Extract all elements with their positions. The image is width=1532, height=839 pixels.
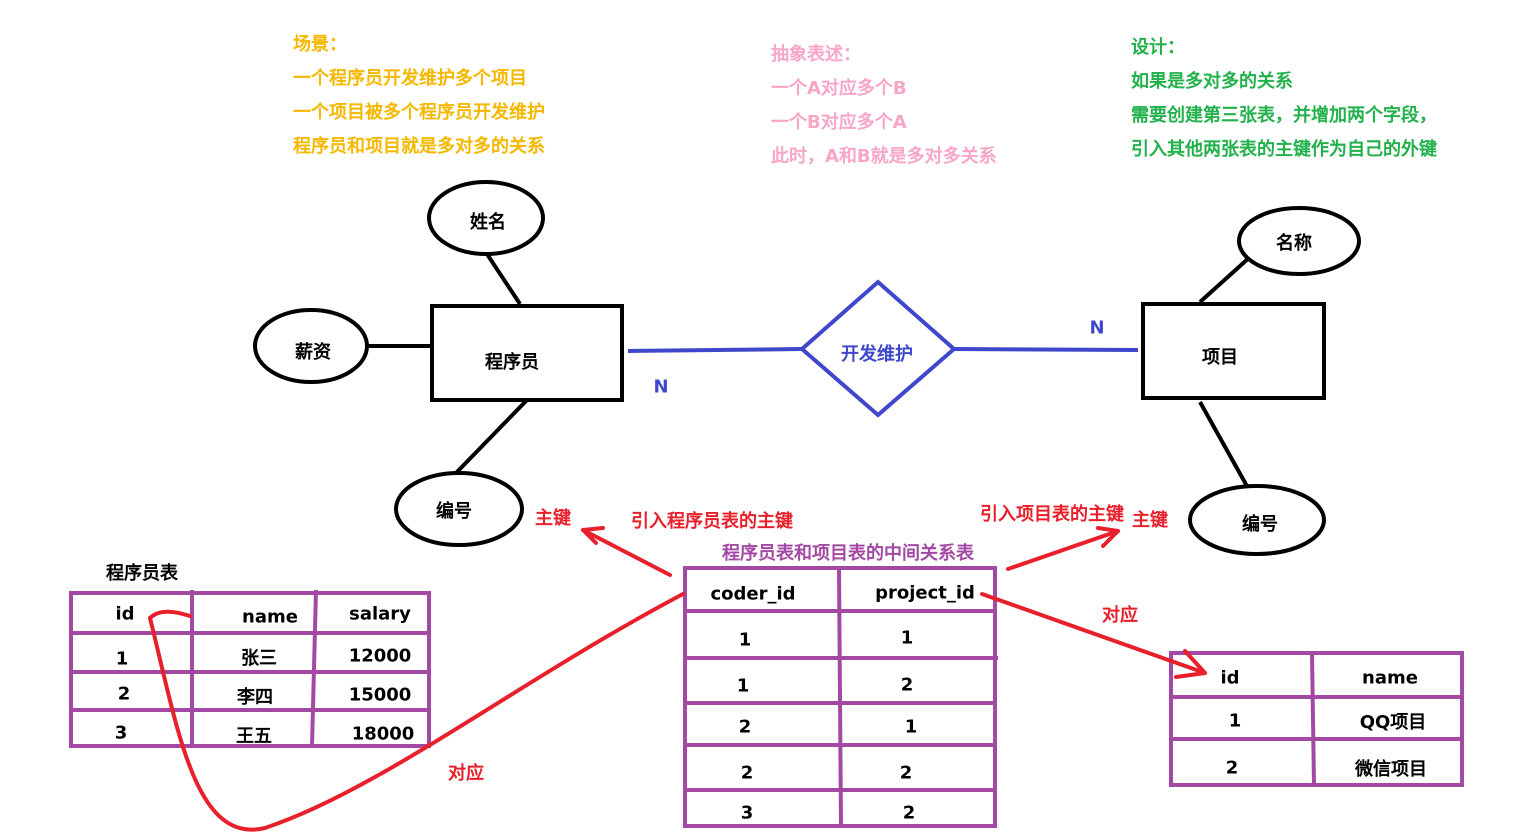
connector-name-programmer (481, 246, 522, 306)
project-entity-box (1141, 302, 1326, 400)
corr-right-label: 对应 (1102, 605, 1138, 626)
project-header-id: id (1220, 667, 1240, 689)
connector-projid-project (1198, 401, 1250, 489)
relation-cell: 1 (738, 629, 752, 651)
mid-table-title: 程序员表和项目表的中间关系表 (722, 543, 974, 564)
coder-cell: 12000 (348, 645, 412, 667)
project-cell: QQ项目 (1359, 712, 1427, 733)
programmer-entity-label: 程序员 (485, 352, 539, 373)
relation-cell: 2 (900, 674, 914, 696)
coder-cell: 王五 (236, 726, 272, 747)
coder-cell: 18000 (351, 723, 415, 745)
design-line-4: 引入其他两张表的主键作为自己的外键 (1131, 139, 1437, 160)
arrow-to-coder-pk (581, 528, 672, 577)
relation-cell: 2 (738, 716, 752, 738)
design-note: 设计： 如果是多对多的关系 需要创建第三张表，并增加两个字段， 引入其他两张表的… (1131, 31, 1437, 167)
attr-name-label: 姓名 (470, 212, 506, 233)
programmer-entity-box (430, 304, 624, 402)
project-cell: 1 (1228, 710, 1242, 732)
attr-name-ellipse (427, 180, 545, 256)
project-cell: 2 (1225, 757, 1239, 779)
coder-header-name: name (242, 606, 298, 628)
arrow-to-project-id (980, 592, 1207, 675)
attr-programmer-id-label: 编号 (436, 501, 472, 522)
relation-label: 开发维护 (841, 344, 913, 365)
relation-cell: 2 (740, 762, 754, 784)
coder-header-id: id (115, 603, 135, 625)
connector-projname-project (1198, 255, 1252, 304)
relation-header-project-id: project_id (875, 582, 975, 604)
abstract-line-1: 抽象表述： (771, 44, 861, 65)
abstract-note: 抽象表述： 一个A对应多个B 一个B对应多个A 此时，A和B就是多对多关系 (771, 38, 997, 174)
scene-line-1: 场景： (293, 34, 347, 55)
pk-left-label: 主键 (535, 508, 571, 529)
design-line-3: 需要创建第三张表，并增加两个字段， (1131, 105, 1437, 126)
relation-line-left (627, 347, 803, 353)
design-line-1: 设计： (1131, 37, 1185, 58)
relation-cell: 2 (902, 802, 916, 824)
connector-id-programmer (453, 398, 529, 476)
attr-project-name-label: 名称 (1276, 233, 1312, 254)
relation-cell: 3 (740, 802, 754, 824)
ref-right-label: 引入项目表的主键 (980, 504, 1124, 525)
project-table-border (1169, 651, 1464, 787)
scene-line-2: 一个程序员开发维护多个项目 (293, 68, 527, 89)
relation-header-coder-id: coder_id (710, 583, 796, 605)
cardinality-left: N (653, 376, 669, 398)
attr-project-id-ellipse (1188, 484, 1326, 556)
attr-project-id-label: 编号 (1242, 514, 1278, 535)
coder-cell: 李四 (237, 687, 273, 708)
arrow-to-project-pk (1006, 529, 1120, 571)
relation-cell: 1 (900, 627, 914, 649)
relation-cell: 1 (904, 716, 918, 738)
attr-salary-ellipse (253, 308, 369, 384)
coder-header-salary: salary (349, 603, 411, 625)
project-entity-label: 项目 (1202, 347, 1238, 368)
ref-left-label: 引入程序员表的主键 (631, 511, 793, 532)
attr-programmer-id-ellipse (394, 471, 524, 547)
relation-diamond (798, 279, 958, 418)
arrow-to-coder-id (148, 592, 685, 832)
scene-note: 场景： 一个程序员开发维护多个项目 一个项目被多个程序员开发维护 程序员和项目就… (293, 28, 545, 164)
cardinality-right: N (1089, 317, 1105, 339)
scene-line-3: 一个项目被多个程序员开发维护 (293, 102, 545, 123)
scene-line-4: 程序员和项目就是多对多的关系 (293, 136, 545, 157)
abstract-line-3: 一个B对应多个A (771, 112, 907, 133)
abstract-line-2: 一个A对应多个B (771, 78, 907, 99)
project-header-name: name (1362, 667, 1418, 689)
relation-cell: 2 (899, 762, 913, 784)
coder-cell: 张三 (241, 648, 277, 669)
project-cell: 微信项目 (1355, 759, 1427, 780)
relation-cell: 1 (736, 675, 750, 697)
corr-left-label: 对应 (448, 763, 484, 784)
coder-table-border (69, 591, 431, 748)
coder-cell: 1 (115, 648, 129, 670)
coder-cell: 3 (114, 722, 128, 744)
attr-project-name-ellipse (1237, 206, 1361, 276)
abstract-line-4: 此时，A和B就是多对多关系 (771, 146, 997, 167)
coder-table-title: 程序员表 (106, 563, 178, 584)
relation-line-right (953, 347, 1139, 352)
design-line-2: 如果是多对多的关系 (1131, 71, 1293, 92)
pk-right-label: 主键 (1132, 510, 1168, 531)
coder-cell: 2 (117, 683, 131, 705)
coder-cell: 15000 (348, 684, 412, 706)
attr-salary-label: 薪资 (295, 342, 331, 363)
